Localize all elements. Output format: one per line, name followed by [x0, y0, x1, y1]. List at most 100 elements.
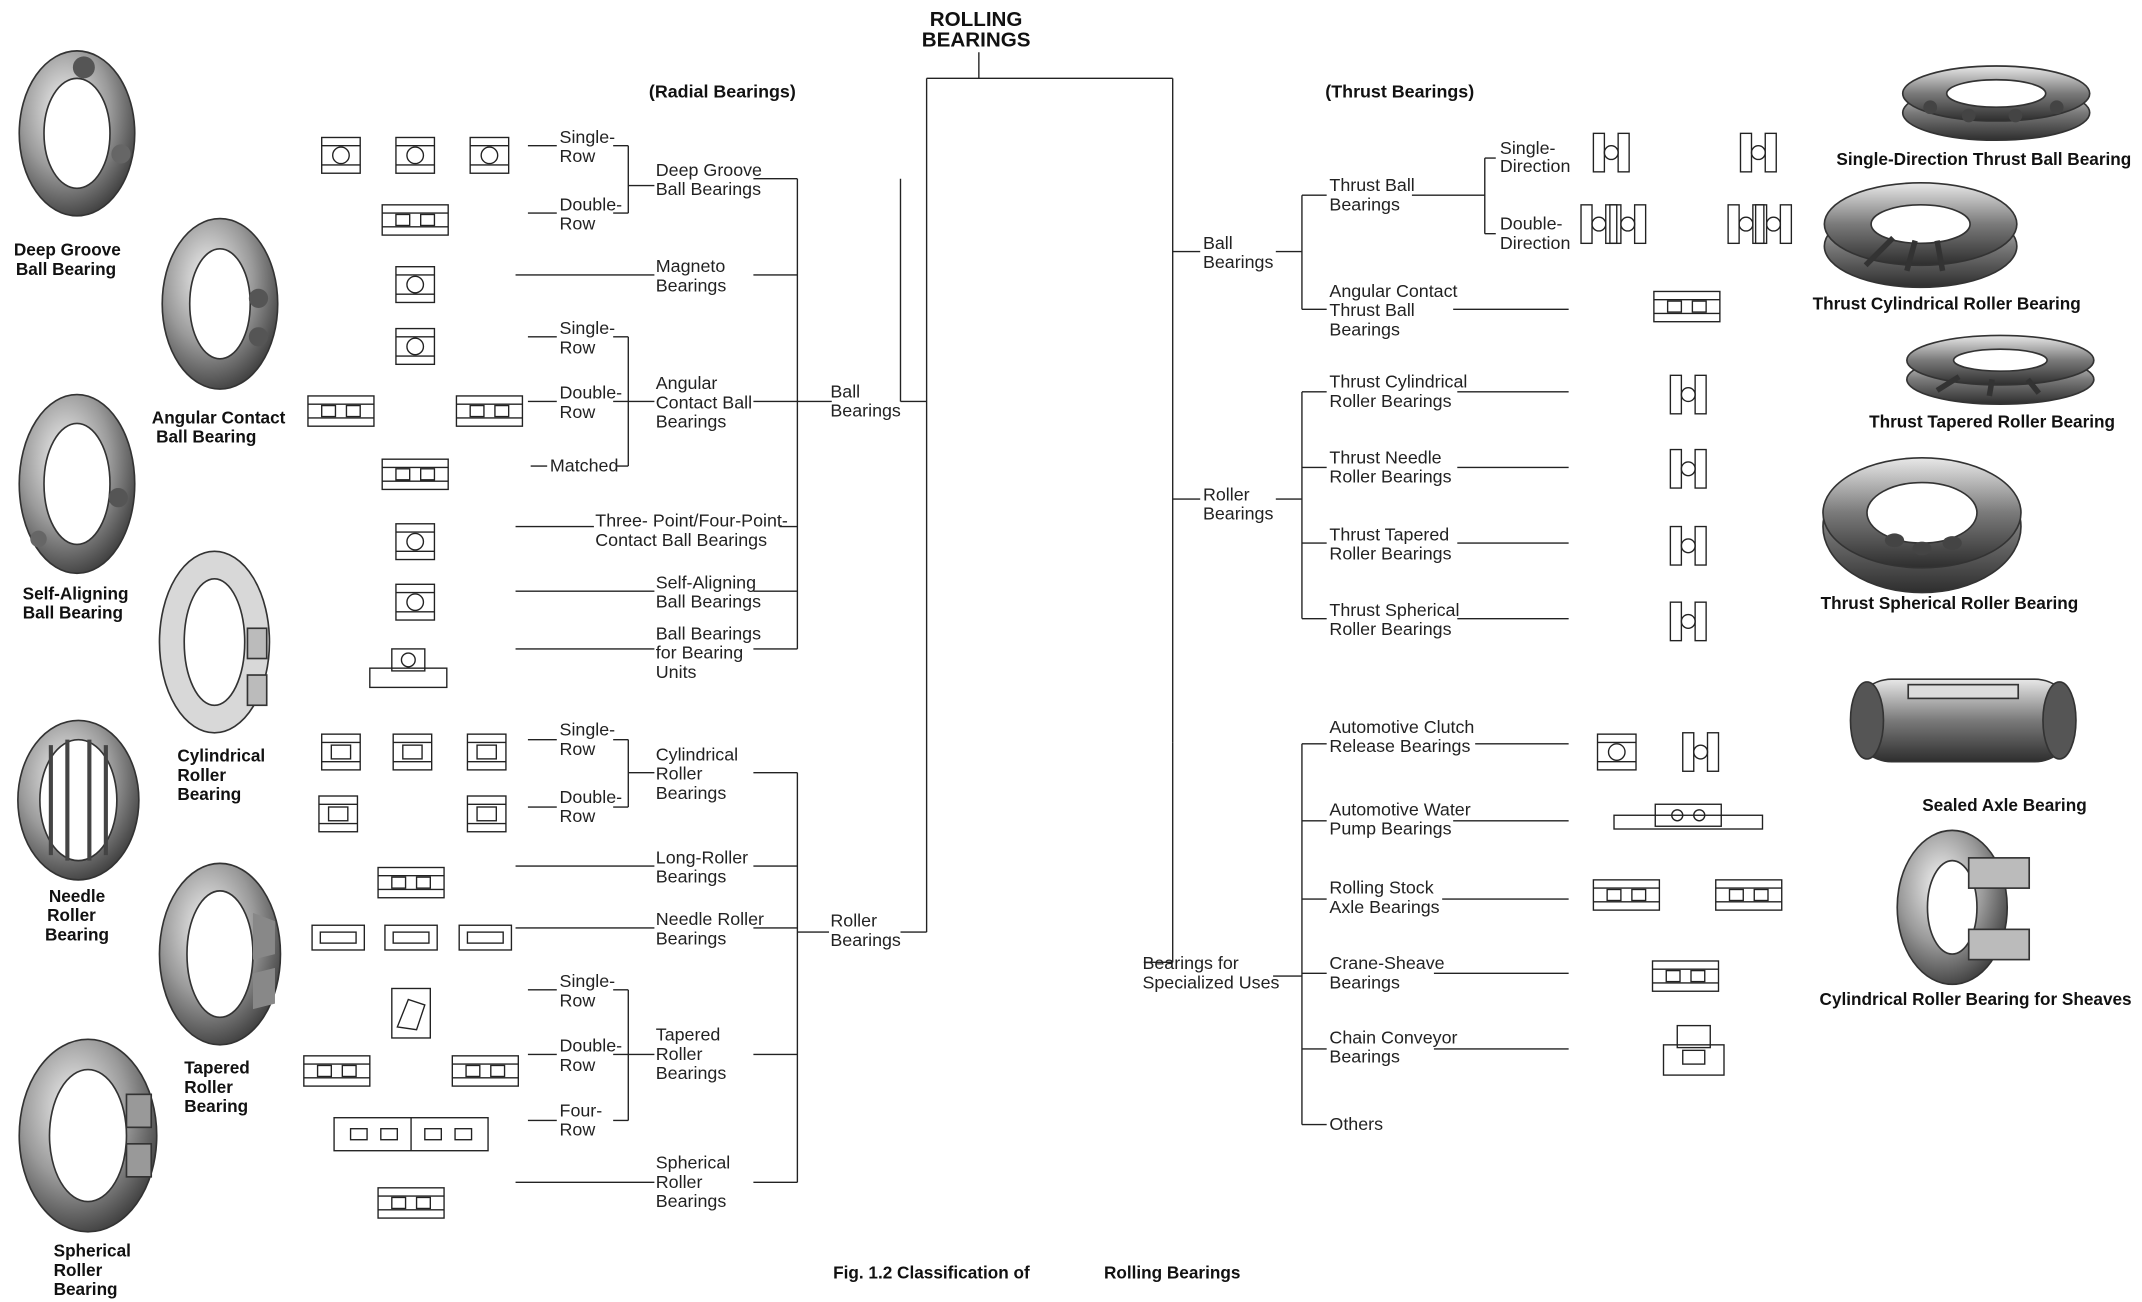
- three-point-label-2: Contact Ball Bearings: [595, 530, 767, 550]
- cap-self-aligning-1: Self-Aligning: [23, 583, 129, 603]
- tapered-label-3: Bearings: [656, 1063, 727, 1083]
- cap-cylindrical-2: Roller: [177, 765, 226, 785]
- cap-deep-groove-2: Ball Bearing: [16, 259, 116, 279]
- dg-single-2: Row: [560, 146, 596, 166]
- cap-thrust-cyl: Thrust Cylindrical Roller Bearing: [1813, 293, 2081, 313]
- thrust-ball-label-1: Thrust Ball: [1329, 175, 1414, 195]
- thrust-tap-2: Roller Bearings: [1329, 544, 1451, 564]
- cap-spherical-2: Roller: [54, 1260, 103, 1280]
- crane-2: Bearings: [1329, 972, 1400, 992]
- thrust-cyl-photo-icon: [1824, 183, 2016, 287]
- deep-groove-label-2: Ball Bearings: [656, 179, 761, 199]
- radial-ball-label-1: Ball: [830, 381, 860, 401]
- cap-angular-2: Ball Bearing: [156, 427, 256, 447]
- cylindrical-photo-icon: [159, 551, 269, 732]
- cap-tapered-3: Bearing: [184, 1096, 248, 1116]
- cap-needle-3: Bearing: [45, 924, 109, 944]
- magneto-label-1: Magneto: [656, 256, 726, 276]
- cyl-label-1: Cylindrical: [656, 744, 738, 764]
- tapered-label-2: Roller: [656, 1044, 703, 1064]
- tap-four-1: Four-: [560, 1100, 603, 1120]
- needle-photo-icon: [18, 720, 139, 879]
- spherical-photo-icon: [19, 1039, 156, 1231]
- radial-header: (Radial Bearings): [649, 82, 796, 102]
- self-aligning-photo-icon: [19, 395, 134, 574]
- cap-deep-groove-1: Deep Groove: [14, 240, 121, 260]
- clutch-1: Automotive Clutch: [1329, 717, 1474, 737]
- thrust-ball-label-2: Bearings: [1329, 194, 1400, 214]
- magneto-label-2: Bearings: [656, 275, 727, 295]
- tapered-photo-icon: [159, 863, 280, 1044]
- radial-roller-label-1: Roller: [830, 911, 877, 931]
- cyl-label-2: Roller: [656, 764, 703, 784]
- spherical-label-1: Spherical: [656, 1153, 730, 1173]
- thrust-tap-photo-icon: [1907, 335, 2094, 404]
- radial-ball-label-2: Bearings: [830, 401, 901, 421]
- ang-matched: Matched: [550, 456, 619, 476]
- rolling-stock-2: Axle Bearings: [1329, 897, 1439, 917]
- long-roller-label-2: Bearings: [656, 867, 727, 887]
- sheave-photo-icon: [1897, 830, 2029, 984]
- dg-double-1: Double-: [560, 194, 623, 214]
- self-aligning-label-2: Ball Bearings: [656, 592, 761, 612]
- special-root-1: Bearings for: [1142, 953, 1238, 973]
- ang-double-2: Row: [560, 402, 596, 422]
- ang-single-1: Single-: [560, 318, 616, 338]
- cap-self-aligning-2: Ball Bearing: [23, 603, 123, 623]
- figure-caption-suffix: Rolling Bearings: [1104, 1263, 1240, 1283]
- needle-label-2: Bearings: [656, 928, 727, 948]
- cap-sealed-axle: Sealed Axle Bearing: [1922, 795, 2086, 815]
- angular-label-1: Angular: [656, 373, 718, 393]
- radial-roller-label-2: Bearings: [830, 930, 901, 950]
- angular-thrust-1: Angular Contact: [1329, 281, 1457, 301]
- sealed-axle-photo-icon: [1850, 679, 2075, 761]
- dg-single-1: Single-: [560, 127, 616, 147]
- chain-1: Chain Conveyor: [1329, 1027, 1457, 1047]
- deep-groove-label-1: Deep Groove: [656, 160, 762, 180]
- tap-four-2: Row: [560, 1120, 596, 1140]
- angular-label-3: Bearings: [656, 412, 727, 432]
- cap-spherical-3: Bearing: [54, 1279, 118, 1299]
- cap-spherical-1: Spherical: [54, 1241, 131, 1261]
- double-direction-2: Direction: [1500, 233, 1570, 253]
- thrust-tap-1: Thrust Tapered: [1329, 524, 1449, 544]
- tap-single-1: Single-: [560, 971, 616, 991]
- thrust-sph-2: Roller Bearings: [1329, 619, 1451, 639]
- units-label-3: Units: [656, 662, 697, 682]
- three-point-label-1: Three- Point/Four-Point-: [595, 511, 788, 531]
- cap-tapered-2: Roller: [184, 1077, 233, 1097]
- cap-cylindrical-3: Bearing: [177, 784, 241, 804]
- cyl-label-3: Bearings: [656, 783, 727, 803]
- crane-1: Crane-Sheave: [1329, 953, 1444, 973]
- cyl-double-1: Double-: [560, 787, 623, 807]
- thrust-ball-photo-icon: [1903, 66, 2090, 140]
- cap-tapered-1: Tapered: [184, 1058, 250, 1078]
- angular-thrust-2: Thrust Ball: [1329, 300, 1414, 320]
- thrust-sph-photo-icon: [1823, 458, 2021, 593]
- thrust-header: (Thrust Bearings): [1325, 82, 1474, 102]
- long-roller-label-1: Long-Roller: [656, 847, 748, 867]
- clutch-2: Release Bearings: [1329, 736, 1470, 756]
- diagram-title-line2: BEARINGS: [922, 29, 1031, 52]
- water-pump-1: Automotive Water: [1329, 799, 1470, 819]
- ang-double-1: Double-: [560, 383, 623, 403]
- double-direction-1: Double-: [1500, 214, 1563, 234]
- thrust-needle-2: Roller Bearings: [1329, 467, 1451, 487]
- water-pump-2: Pump Bearings: [1329, 819, 1451, 839]
- cyl-single-1: Single-: [560, 720, 616, 740]
- thrust-cyl-1: Thrust Cylindrical: [1329, 372, 1467, 392]
- units-label-1: Ball Bearings: [656, 623, 761, 643]
- rolling-stock-1: Rolling Stock: [1329, 878, 1433, 898]
- diagram-title-line1: ROLLING: [930, 8, 1023, 31]
- tapered-label-1: Tapered: [656, 1025, 721, 1045]
- thrust-needle-1: Thrust Needle: [1329, 447, 1441, 467]
- thrust-ball-group-1: Ball: [1203, 233, 1233, 253]
- spherical-label-2: Roller: [656, 1172, 703, 1192]
- cyl-double-2: Row: [560, 806, 596, 826]
- thrust-roller-group-2: Bearings: [1203, 504, 1274, 524]
- angular-thrust-3: Bearings: [1329, 319, 1400, 339]
- tap-double-1: Double-: [560, 1036, 623, 1056]
- angular-photo-icon: [162, 219, 277, 389]
